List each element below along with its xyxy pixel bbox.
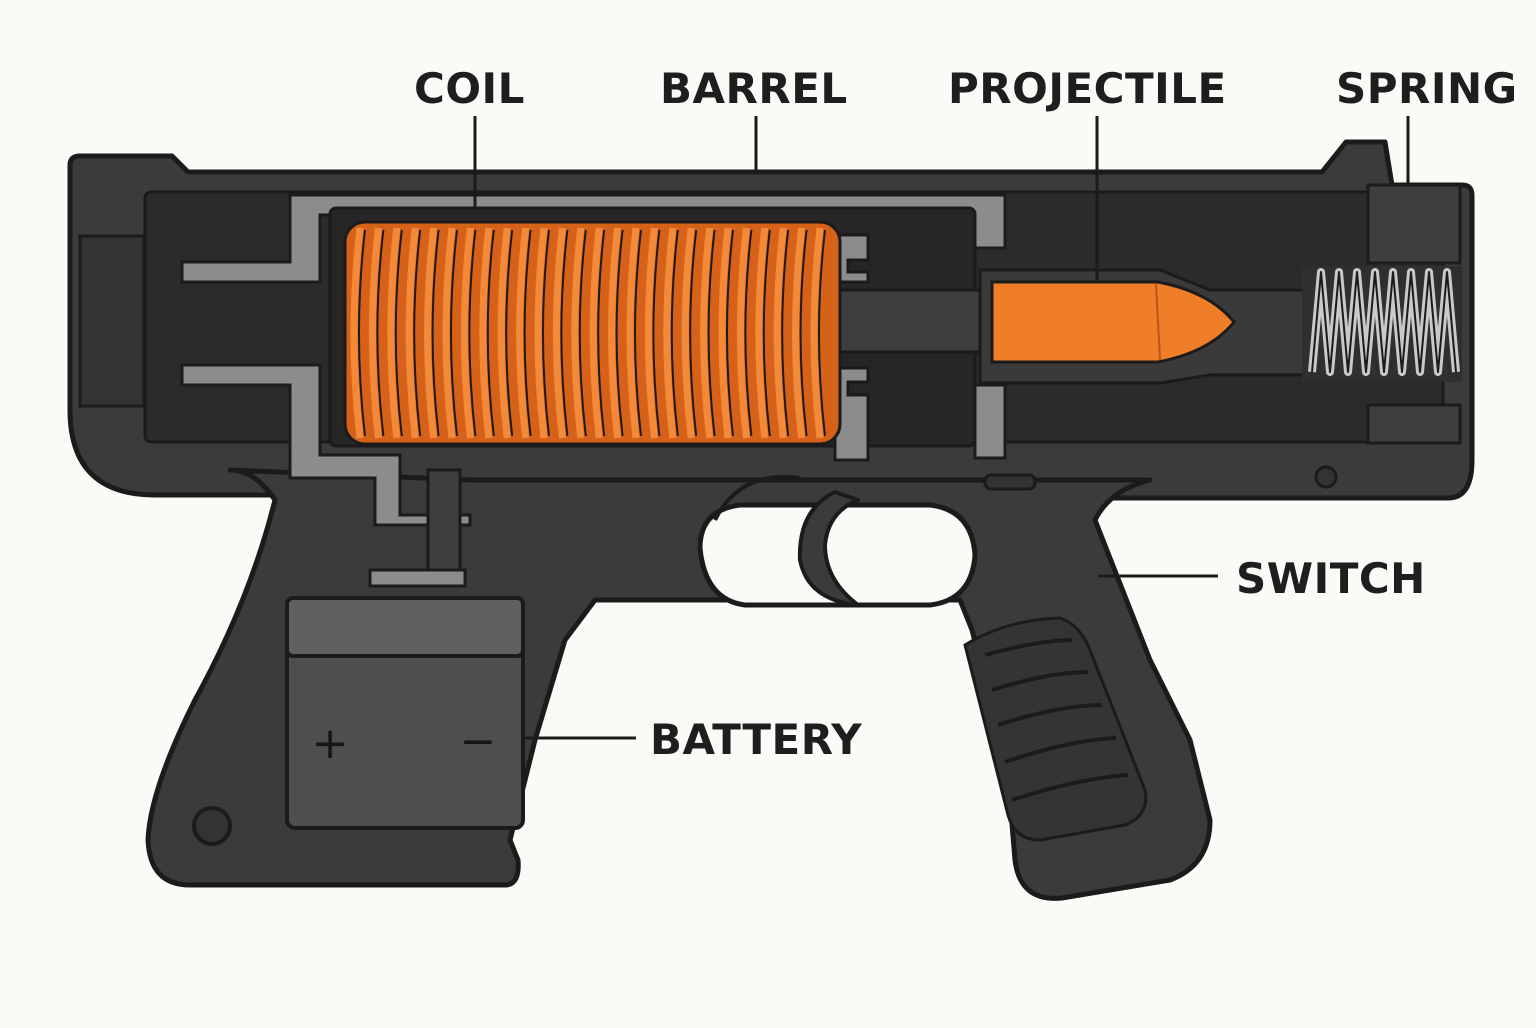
label-coil: COIL bbox=[414, 64, 525, 113]
coil-turn-edge bbox=[597, 229, 606, 437]
coil-turn-edge bbox=[670, 229, 679, 437]
coil-turn bbox=[755, 227, 769, 439]
coil-turn-edge bbox=[652, 229, 661, 437]
coil-turn-edge bbox=[560, 229, 569, 437]
battery-positive-terminal: + bbox=[312, 718, 349, 769]
coil-turn-edge bbox=[707, 229, 716, 437]
coil-turn bbox=[497, 227, 511, 439]
coil-turn bbox=[571, 227, 585, 439]
coil-turn bbox=[442, 227, 456, 439]
coil-turn-edge bbox=[486, 229, 495, 437]
coil-turn-edge bbox=[578, 229, 587, 437]
compression-spring-icon bbox=[1302, 266, 1462, 382]
coil-turn-edge bbox=[450, 229, 458, 437]
coil-winding-icon bbox=[343, 220, 842, 446]
coil-turn-edge bbox=[358, 229, 366, 437]
coil-turn bbox=[460, 227, 474, 439]
coil-turn bbox=[424, 227, 438, 439]
coil-turn-edge bbox=[413, 229, 422, 437]
battery-negative-terminal: − bbox=[460, 716, 497, 767]
coil-turn bbox=[792, 227, 806, 439]
coil-turn-edge bbox=[818, 229, 826, 437]
label-battery: BATTERY bbox=[650, 715, 863, 764]
coil-turn-edge bbox=[781, 229, 790, 437]
coil-turn bbox=[350, 227, 364, 439]
coil-turn bbox=[718, 227, 732, 439]
spring-coils-outline bbox=[1311, 271, 1457, 373]
coil-turn-edge bbox=[615, 229, 624, 437]
coil-turn-edge bbox=[431, 229, 440, 437]
coil-turn bbox=[810, 227, 824, 439]
coil-turn bbox=[552, 227, 566, 439]
coil-turn bbox=[479, 227, 493, 439]
grip-panel bbox=[963, 616, 1148, 842]
coil-turn bbox=[663, 227, 677, 439]
coil-turn bbox=[773, 227, 787, 439]
coil-turn-edge bbox=[744, 229, 753, 437]
leader-lines bbox=[473, 116, 1410, 740]
coil-turn bbox=[589, 227, 603, 439]
coil-turn bbox=[608, 227, 622, 439]
coil-turn-edge bbox=[523, 229, 532, 437]
coil-turn bbox=[368, 227, 382, 439]
label-spring: SPRING bbox=[1336, 64, 1518, 113]
coil-turn-edge bbox=[376, 229, 385, 437]
coil-turn-edge bbox=[634, 229, 642, 437]
coil-turn-edge bbox=[799, 229, 808, 437]
coil-turn bbox=[681, 227, 695, 439]
coil-turn-edge bbox=[468, 229, 477, 437]
coil-turn-edge bbox=[726, 229, 734, 437]
coil-turn-edge bbox=[689, 229, 698, 437]
coil-turn bbox=[626, 227, 640, 439]
battery-cell-icon bbox=[285, 596, 525, 830]
coil-turn bbox=[736, 227, 750, 439]
coil-turn bbox=[405, 227, 419, 439]
label-projectile: PROJECTILE bbox=[948, 64, 1227, 113]
trigger bbox=[797, 490, 860, 607]
coil-turn-edge bbox=[505, 229, 514, 437]
label-switch: SWITCH bbox=[1236, 554, 1426, 603]
coil-turn bbox=[387, 227, 401, 439]
coil-turn bbox=[700, 227, 714, 439]
barrel-tube bbox=[818, 288, 982, 354]
coil-turn bbox=[534, 227, 548, 439]
coil-turn bbox=[644, 227, 658, 439]
coil-turn-edge bbox=[762, 229, 771, 437]
projectile-bullet-icon bbox=[990, 280, 1236, 364]
coil-turn-edge bbox=[394, 229, 403, 437]
coil-turn-edge bbox=[542, 229, 550, 437]
coil-turn bbox=[516, 227, 530, 439]
label-barrel: BARREL bbox=[660, 64, 848, 113]
